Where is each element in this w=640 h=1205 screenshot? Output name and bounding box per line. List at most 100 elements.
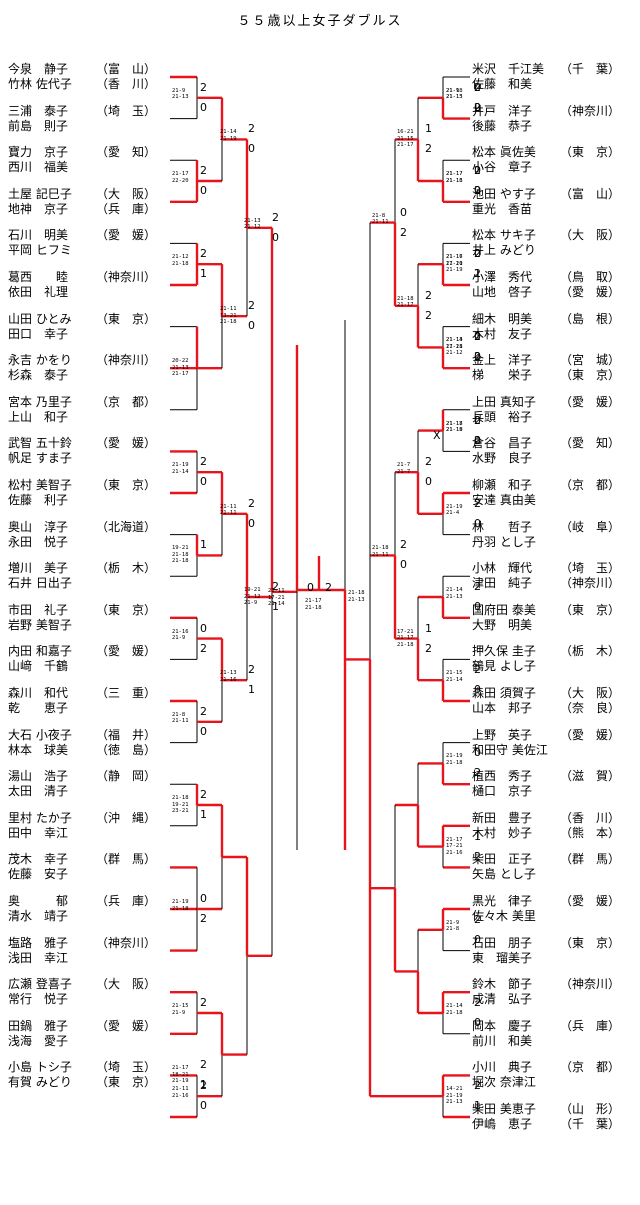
player-name: 水野 良子	[472, 451, 533, 466]
prefecture: （北海道）	[96, 519, 157, 534]
score-label: 21-18 21-13	[348, 590, 365, 603]
player-name: 浅田 幸江	[8, 950, 69, 965]
games-won-top: 2	[400, 538, 407, 552]
player-name: 宮本 乃里子	[8, 394, 72, 409]
player-name: 松本 眞佐美	[472, 145, 536, 160]
games-won-top: 1	[200, 538, 207, 552]
prefecture: （大 阪）	[560, 686, 621, 700]
games-won-bottom: 0	[248, 516, 255, 530]
right-player-row: 倉谷 昌子（愛 知）	[0, 436, 640, 450]
games-won-top: 0	[474, 247, 481, 261]
games-won-bottom: 1	[474, 1099, 481, 1113]
player-name: 清水 靖子	[8, 909, 69, 923]
games-won-top: 2	[425, 455, 432, 469]
right-player-row: 鈴木 節子（神奈川）	[0, 977, 640, 991]
player-name: 佐藤 安子	[8, 867, 69, 882]
score-label: 21-18 21-19	[446, 420, 463, 434]
player-name: 田鍋 雅子	[8, 1018, 69, 1033]
score-label: 20-22 21-13 21-17	[172, 358, 189, 378]
bracket-title: ５５歳以上女子ダブルス	[237, 14, 403, 29]
prefecture: （東 京）	[560, 145, 621, 160]
player-name: 茂木 幸子	[8, 852, 69, 867]
right-player-row: 重光 香苗	[0, 202, 640, 216]
player-name: 地神 京子	[8, 201, 69, 216]
prefecture: （愛 媛）	[96, 1018, 157, 1033]
score-label: 21-17 21-10	[446, 254, 463, 267]
games-won-bottom: 1	[200, 808, 207, 821]
player-name: 樋口 京子	[472, 784, 533, 799]
left-player-row: 前島 則子	[0, 119, 640, 133]
right-player-row: 松本 眞佐美 （東 京）	[0, 145, 640, 159]
player-name: 小谷 章子	[472, 160, 533, 175]
left-player-row: 永田 悦子	[0, 535, 640, 549]
prefecture: （京 都）	[96, 394, 157, 409]
player-name: 大石 小夜子	[8, 727, 72, 742]
left-player-row: 葛西 睦（神奈川）	[0, 270, 640, 284]
games-won-top: 2	[248, 122, 255, 136]
games-won-top: 2	[474, 996, 481, 1009]
games-won-top: 0	[474, 164, 481, 177]
left-player-row: 寶力 京子（愛 知）	[0, 145, 640, 159]
games-won-bottom: 1	[200, 1078, 207, 1092]
prefecture: （栃 木）	[96, 561, 157, 576]
left-player-row: 塩路 雅子（神奈川）	[0, 936, 640, 950]
left-player-row: 武智 五十鈴（愛 媛）	[0, 436, 640, 450]
player-name: 矢島 とし子	[472, 867, 536, 882]
prefecture: （埼 玉）	[96, 103, 157, 118]
prefecture: （富 山）	[96, 62, 157, 76]
player-name: 市田 礼子	[8, 602, 69, 617]
prefecture: （埼 玉）	[560, 561, 621, 576]
games-won-top: 2	[200, 80, 207, 94]
score-label: 21-12 21-18	[172, 254, 189, 267]
prefecture: （沖 縄）	[96, 810, 157, 825]
player-name: 土屋 記巳子	[8, 186, 72, 201]
player-name: 押久保 圭子	[472, 644, 536, 659]
player-name: 植西 秀子	[472, 769, 533, 784]
games-won-bottom: 1	[248, 683, 255, 697]
score-label: 17-21 21-17 21-18	[397, 628, 414, 648]
player-name: 広瀬 登喜子	[8, 977, 72, 992]
right-player-row: 東 瑠美子	[0, 951, 640, 965]
games-won-top: 0	[474, 330, 481, 344]
games-won-top: 2	[474, 663, 481, 677]
score-label: 21-13 21-16	[220, 670, 237, 683]
player-name: 山田 ひとみ	[8, 311, 72, 326]
left-player-row: 太田 清子	[0, 784, 640, 798]
games-won-bottom: 0	[474, 1016, 481, 1029]
right-player-row: 丹羽 とし子	[0, 535, 640, 549]
prefecture: （神奈川）	[560, 977, 621, 992]
right-player-row: 山本 邦子（奈 良）	[0, 701, 640, 715]
games-won-top: 2	[474, 164, 481, 177]
player-name: 倉谷 昌子	[472, 436, 533, 451]
player-name: 小島 トシ子	[8, 1060, 72, 1075]
score-label: 21-9 21-13	[446, 87, 463, 101]
player-name: 森川 和代	[8, 686, 69, 700]
left-player-row: 広瀬 登喜子（大 阪）	[0, 977, 640, 991]
right-player-row: 伊嶋 恵子（千 葉）	[0, 1117, 640, 1131]
left-player-row: 内田 和嘉子（愛 媛）	[0, 644, 640, 658]
games-won-top: 0	[474, 746, 481, 760]
player-name: 佐藤 利子	[8, 493, 69, 507]
player-name: 松本 サキ子	[472, 228, 536, 243]
left-player-row: 石井 日出子	[0, 576, 640, 590]
score-label: 21-16 17-21 21-19	[446, 254, 463, 274]
games-won-bottom: 0	[474, 350, 481, 364]
prefecture: （京 都）	[560, 478, 621, 492]
right-player-row: 津田 純子（神奈川）	[0, 576, 640, 590]
games-won-bottom: 0	[474, 433, 481, 447]
score-label: 21-11 21-16	[172, 1086, 189, 1099]
prefecture: （神奈川）	[96, 935, 157, 950]
right-player-row: 堀次 奈津江	[0, 1075, 640, 1089]
left-player-row: 小島 トシ子（埼 玉）	[0, 1060, 640, 1074]
right-player-row: 井上 みどり	[0, 243, 640, 257]
right-player-row: 新田 豊子（香 川）	[0, 811, 640, 825]
player-name: 上田 真知子	[472, 394, 536, 409]
prefecture: （奈 良）	[560, 701, 621, 715]
left-player-row: 上山 和子	[0, 410, 640, 424]
games-won-bottom: 0	[272, 230, 279, 244]
player-name: 田口 幸子	[8, 326, 69, 341]
games-won-top: 2	[200, 788, 207, 801]
player-name: 後藤 恭子	[472, 118, 533, 133]
games-won-top: 0	[200, 621, 207, 635]
